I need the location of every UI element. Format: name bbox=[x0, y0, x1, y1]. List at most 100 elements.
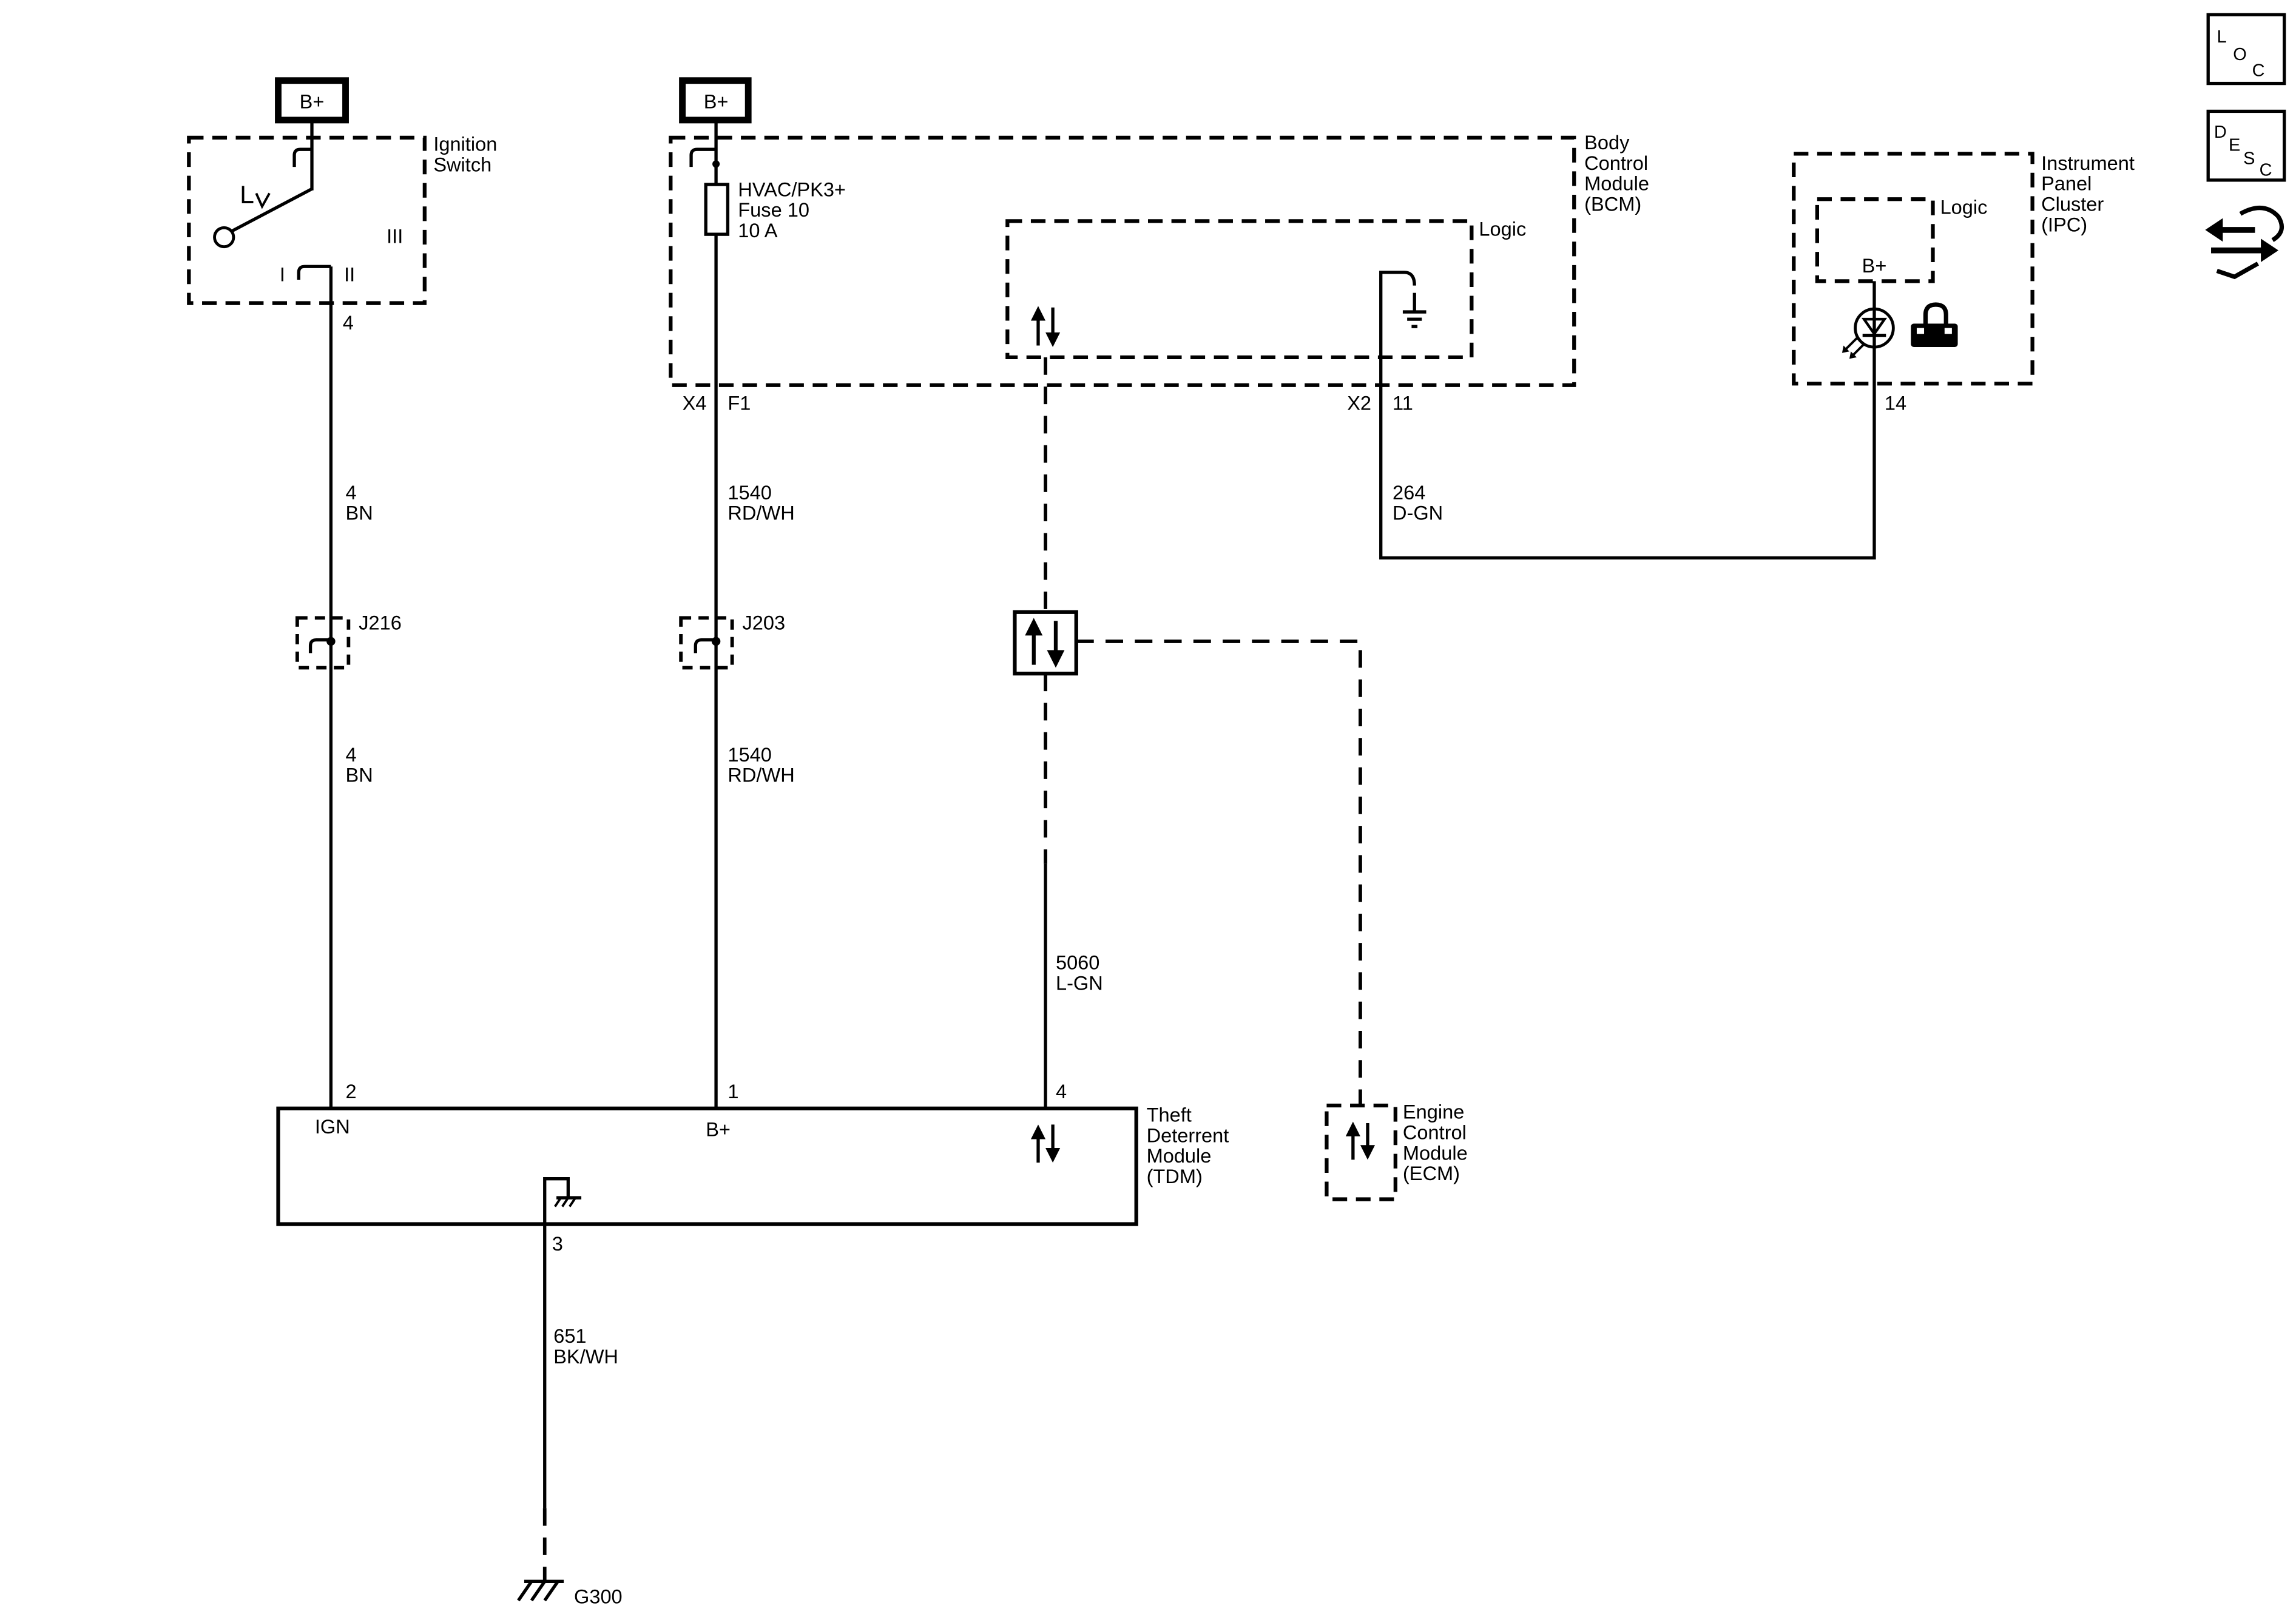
logic-supply-label: B+ bbox=[1862, 255, 1887, 277]
switch-position-label: I bbox=[280, 263, 285, 285]
ignition-switch-outline bbox=[187, 135, 427, 305]
bcm-title: Body bbox=[1584, 132, 1630, 154]
connector-icon bbox=[292, 147, 312, 167]
schematic-navigation-icon[interactable] bbox=[2205, 205, 2284, 280]
serial-data-arrows-icon bbox=[1030, 306, 1061, 347]
circuit-number: 264 bbox=[1393, 482, 1425, 504]
fuse-icon bbox=[704, 183, 730, 236]
connector-dot bbox=[712, 160, 720, 168]
pin-label: 3 bbox=[552, 1233, 563, 1255]
wire-color: BN bbox=[346, 502, 373, 524]
switch-position-label: III bbox=[387, 226, 403, 248]
ignition-switch-title: Switch bbox=[433, 154, 491, 175]
theft-deterrent-module: 2 1 4 IGN B+ Theft Deterrent Module (TDM… bbox=[276, 1081, 1229, 1255]
description-badge-letter: E bbox=[2229, 136, 2240, 155]
description-badge[interactable]: D E S C bbox=[2206, 109, 2286, 182]
wire-color: D-GN bbox=[1393, 502, 1443, 524]
supply-label: B+ bbox=[300, 91, 325, 113]
bcm-title: Module bbox=[1584, 173, 1649, 195]
bcm-supply: B+ bbox=[679, 77, 752, 124]
ecm-outline bbox=[1325, 1103, 1397, 1201]
circuit-number: 651 bbox=[553, 1325, 586, 1347]
circuit-number: 4 bbox=[346, 482, 357, 504]
switch-position-label: II bbox=[344, 263, 355, 285]
location-badge-letter: O bbox=[2233, 45, 2247, 64]
bcm-title: Control bbox=[1584, 152, 1648, 174]
splice-label: J203 bbox=[743, 612, 786, 634]
security-lock-icon bbox=[1911, 302, 1958, 347]
splice-label: J216 bbox=[359, 612, 402, 634]
bcm-title: (BCM) bbox=[1584, 194, 1641, 215]
switch-arm bbox=[231, 187, 313, 233]
low-side-driver-icon bbox=[1379, 271, 1416, 385]
connector-label: X4 bbox=[683, 393, 707, 414]
ipc-logic-outline bbox=[1815, 197, 1935, 283]
ecm-title: Engine bbox=[1403, 1101, 1464, 1123]
ipc-title: Cluster bbox=[2041, 194, 2104, 215]
ignition-switch-title: Ignition bbox=[433, 133, 497, 155]
splice-j203: J203 bbox=[679, 612, 786, 670]
tdm-outline bbox=[276, 1106, 1138, 1226]
instrument-panel-cluster: Logic B+ Instrument Panel Cluster (IPC) … bbox=[1792, 152, 2135, 414]
connector-label: X2 bbox=[1347, 393, 1371, 414]
ipc-outline bbox=[1792, 152, 2034, 386]
ignition-switch-supply: B+ bbox=[275, 77, 349, 124]
pin-label: 4 bbox=[343, 312, 354, 334]
indicator-wire bbox=[1379, 346, 1876, 560]
tdm-title: Module bbox=[1147, 1145, 1212, 1167]
ecm-title: Module bbox=[1403, 1142, 1468, 1164]
ipc-title: Panel bbox=[2041, 173, 2092, 195]
location-badge[interactable]: L O C bbox=[2206, 13, 2286, 86]
location-badge-letter: C bbox=[2252, 61, 2265, 81]
circuit-number: 1540 bbox=[728, 482, 771, 504]
connector-icon bbox=[689, 147, 717, 167]
ignition-switch: I II III Ignition Switch 4 bbox=[187, 120, 497, 334]
circuit-number: 1540 bbox=[728, 744, 771, 766]
tdm-title: Deterrent bbox=[1147, 1124, 1229, 1146]
ipc-title: (IPC) bbox=[2041, 214, 2087, 235]
led-icon bbox=[1842, 307, 1895, 359]
bcm-logic-outline bbox=[1005, 219, 1474, 359]
location-badge-letter: L bbox=[2217, 27, 2227, 47]
contact-hook-icon bbox=[297, 265, 331, 280]
wire-color: RD/WH bbox=[728, 502, 794, 524]
fuse-label: Fuse 10 bbox=[738, 199, 809, 221]
description-badge-letter: C bbox=[2260, 161, 2272, 180]
key-icon bbox=[241, 186, 271, 209]
wire-color: BN bbox=[346, 765, 373, 786]
ecm-title: Control bbox=[1403, 1122, 1467, 1144]
supply-label: B+ bbox=[704, 91, 729, 113]
engine-control-module: Engine Control Module (ECM) bbox=[1325, 1101, 1468, 1201]
wire-color: BK/WH bbox=[553, 1346, 618, 1368]
ground-label: G300 bbox=[574, 1586, 623, 1608]
circuit-number: 5060 bbox=[1056, 952, 1099, 974]
fuse-label: 10 A bbox=[738, 220, 777, 241]
pin-label: F1 bbox=[728, 393, 751, 414]
circuit-number: 4 bbox=[346, 744, 357, 766]
bcm-outline bbox=[669, 135, 1576, 387]
terminal-label: B+ bbox=[706, 1119, 731, 1141]
ground-point-g300: G300 bbox=[517, 1579, 623, 1608]
tdm-title: (TDM) bbox=[1147, 1166, 1203, 1187]
pin-label: 1 bbox=[728, 1081, 738, 1102]
pin-label: 11 bbox=[1393, 393, 1413, 414]
wire-color: RD/WH bbox=[728, 765, 794, 786]
tdm-title: Theft bbox=[1147, 1104, 1192, 1126]
description-badge-letter: D bbox=[2214, 123, 2227, 142]
ground-icon bbox=[1402, 292, 1427, 328]
description-badge-letter: S bbox=[2243, 149, 2255, 168]
ipc-title: Instrument bbox=[2041, 152, 2135, 174]
pin-label: 2 bbox=[346, 1081, 357, 1102]
pin-label: 4 bbox=[1056, 1081, 1067, 1102]
fuse-label: HVAC/PK3+ bbox=[738, 178, 846, 200]
ground-icon bbox=[543, 1177, 582, 1224]
serial-data-wire-ecm bbox=[1076, 640, 1362, 1106]
switch-pivot bbox=[213, 226, 235, 249]
terminal-label: IGN bbox=[315, 1116, 350, 1138]
logic-label: Logic bbox=[1479, 218, 1526, 240]
body-control-module: HVAC/PK3+ Fuse 10 10 A Logic Body Contro… bbox=[669, 120, 1649, 1109]
serial-data-arrows-icon bbox=[1345, 1121, 1376, 1160]
logic-label: Logic bbox=[1940, 196, 1988, 218]
